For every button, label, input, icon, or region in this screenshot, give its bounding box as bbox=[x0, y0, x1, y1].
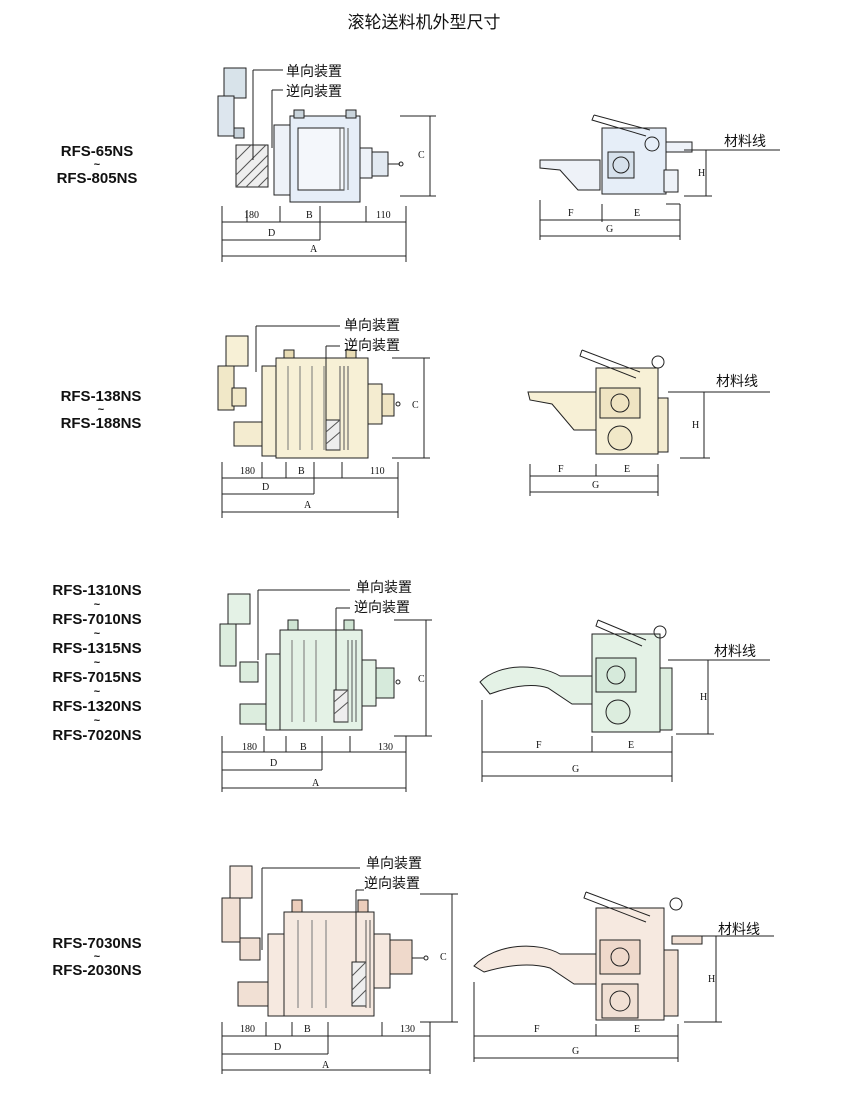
dim-H: H bbox=[700, 692, 707, 703]
model-name: RFS-138NS bbox=[60, 388, 142, 405]
dim-G: G bbox=[606, 224, 613, 235]
front-view-drawing-4: 单向装置 逆向装置 180 B 130 D A C bbox=[221, 855, 458, 1074]
dim-B: B bbox=[300, 742, 307, 753]
dim-180: 180 bbox=[240, 1024, 255, 1035]
model-name: RFS-1315NS bbox=[52, 640, 142, 657]
model-name: RFS-805NS bbox=[56, 170, 138, 187]
material-line-label: 材料线 bbox=[716, 373, 758, 389]
dim-180: 180 bbox=[244, 210, 259, 221]
model-name: RFS-7020NS bbox=[52, 727, 142, 744]
range-tilde: ~ bbox=[93, 715, 101, 727]
side-view-drawing-3: 材料线 F E G H bbox=[479, 619, 770, 782]
model-group-2: RFS-138NS ~ RFS-188NS bbox=[26, 388, 176, 432]
one-way-label: 单向装置 bbox=[366, 855, 422, 871]
dim-D: D bbox=[262, 482, 269, 493]
dim-H: H bbox=[708, 974, 715, 985]
model-name: RFS-7010NS bbox=[52, 611, 142, 628]
model-name: RFS-1320NS bbox=[52, 698, 142, 715]
dim-D: D bbox=[268, 228, 275, 239]
model-group-4: RFS-7030NS ~ RFS-2030NS bbox=[22, 935, 172, 979]
dim-G: G bbox=[592, 480, 599, 491]
model-name: RFS-65NS bbox=[60, 143, 134, 160]
dim-D: D bbox=[270, 758, 277, 769]
dim-right: 110 bbox=[376, 210, 391, 221]
range-tilde: ~ bbox=[97, 404, 105, 416]
range-tilde: ~ bbox=[93, 628, 101, 640]
front-view-drawing-1: 单向装置 逆向装置 180 B 110 D A C bbox=[217, 63, 436, 262]
dim-B: B bbox=[306, 210, 313, 221]
dim-180: 180 bbox=[240, 466, 255, 477]
side-view-drawing-2: 材料线 F E G H bbox=[527, 349, 770, 496]
dim-F: F bbox=[536, 740, 542, 751]
dim-A: A bbox=[304, 500, 312, 511]
side-view-drawing-4: 材料线 F E G H bbox=[473, 891, 774, 1062]
dim-C: C bbox=[440, 952, 447, 963]
dim-G: G bbox=[572, 1046, 579, 1057]
dim-F: F bbox=[568, 208, 574, 219]
dim-F: F bbox=[534, 1024, 540, 1035]
dim-E: E bbox=[634, 1024, 640, 1035]
reverse-label: 逆向装置 bbox=[344, 337, 400, 353]
dim-A: A bbox=[312, 778, 320, 789]
dim-B: B bbox=[304, 1024, 311, 1035]
front-view-drawing-3: 单向装置 逆向装置 180 B 130 D A C bbox=[219, 579, 432, 792]
dim-C: C bbox=[418, 150, 425, 161]
dim-E: E bbox=[634, 208, 640, 219]
dim-F: F bbox=[558, 464, 564, 475]
dim-right: 130 bbox=[378, 742, 393, 753]
reverse-label: 逆向装置 bbox=[286, 83, 342, 99]
one-way-label: 单向装置 bbox=[344, 317, 400, 333]
side-view-drawing-1: 材料线 F E G H bbox=[539, 114, 780, 240]
model-name: RFS-188NS bbox=[60, 415, 142, 432]
material-line-label: 材料线 bbox=[714, 643, 756, 659]
dim-180: 180 bbox=[242, 742, 257, 753]
model-name: RFS-1310NS bbox=[52, 582, 142, 599]
dim-A: A bbox=[310, 244, 318, 255]
dim-C: C bbox=[412, 400, 419, 411]
dim-H: H bbox=[692, 420, 699, 431]
dim-C: C bbox=[418, 674, 425, 685]
reverse-label: 逆向装置 bbox=[364, 875, 420, 891]
range-tilde: ~ bbox=[93, 657, 101, 669]
dim-right: 110 bbox=[370, 466, 385, 477]
dim-E: E bbox=[628, 740, 634, 751]
range-tilde: ~ bbox=[93, 599, 101, 611]
range-tilde: ~ bbox=[93, 159, 101, 171]
page-title: 滚轮送料机外型尺寸 bbox=[347, 13, 501, 32]
material-line-label: 材料线 bbox=[718, 921, 760, 937]
front-view-drawing-2: 单向装置 逆向装置 180 B 110 D A C bbox=[217, 317, 430, 518]
range-tilde: ~ bbox=[93, 686, 101, 698]
model-name: RFS-7030NS bbox=[52, 935, 142, 952]
dim-D: D bbox=[274, 1042, 281, 1053]
dim-G: G bbox=[572, 764, 579, 775]
model-name: RFS-2030NS bbox=[52, 962, 142, 979]
material-line-label: 材料线 bbox=[724, 133, 766, 149]
one-way-label: 单向装置 bbox=[356, 579, 412, 595]
dim-right: 130 bbox=[400, 1024, 415, 1035]
model-name: RFS-7015NS bbox=[52, 669, 142, 686]
reverse-label: 逆向装置 bbox=[354, 599, 410, 615]
model-group-1: RFS-65NS ~ RFS-805NS bbox=[22, 143, 172, 187]
range-tilde: ~ bbox=[93, 951, 101, 963]
dim-B: B bbox=[298, 466, 305, 477]
dim-H: H bbox=[698, 168, 705, 179]
dim-A: A bbox=[322, 1060, 330, 1071]
model-group-3: RFS-1310NS ~ RFS-7010NS ~ RFS-1315NS ~ R… bbox=[22, 581, 172, 745]
one-way-label: 单向装置 bbox=[286, 63, 342, 79]
dim-E: E bbox=[624, 464, 630, 475]
